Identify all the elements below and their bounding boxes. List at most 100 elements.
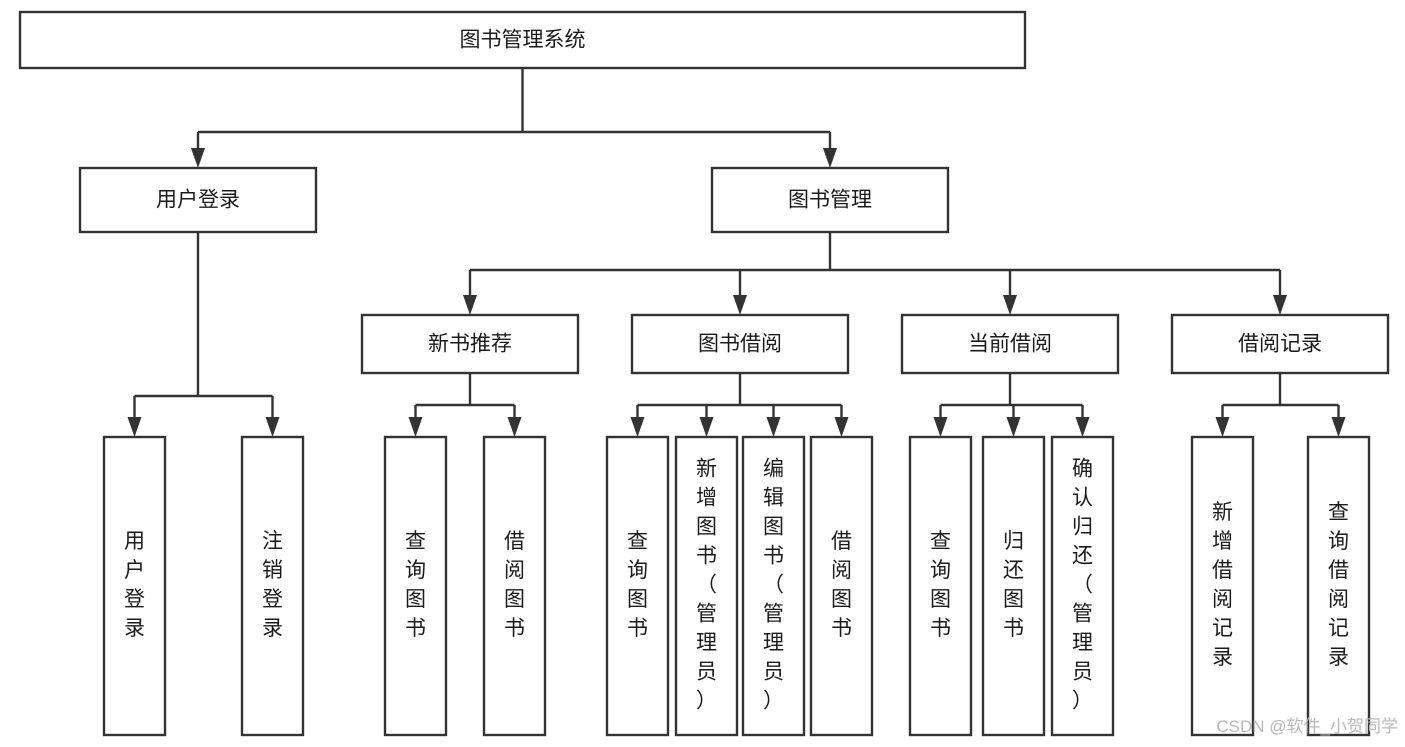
node-label-char: 记 [1212,617,1233,640]
node-label-char: （ [763,574,784,597]
node-label-book-manage: 图书管理 [788,189,872,212]
node-label-char: 询 [405,559,426,582]
node-label-book-borrow: 图书借阅 [698,333,782,356]
node-label-char: 录 [124,617,145,640]
node-box-leaf-add-book-admin [674,435,739,737]
node-label-char: 书 [627,617,648,640]
node-root[interactable]: 图书管理系统 [18,10,1027,70]
arrow-head-icon [507,417,522,437]
node-box-leaf-user-logout [240,435,305,737]
node-new-book-recommend[interactable]: 新书推荐 [360,313,580,375]
node-label-char: 图 [763,516,784,539]
node-label-char: 登 [124,588,145,611]
node-label-char: 阅 [504,559,525,582]
node-label-char: 员 [1072,661,1093,684]
node-label-char: 查 [405,530,426,553]
node-current-borrow[interactable]: 当前借阅 [900,313,1120,375]
arrow-head-icon [1003,295,1017,315]
node-label-char: 书 [1003,617,1024,640]
node-label-char: 理 [763,632,784,655]
node-label-char: 查 [627,530,648,553]
node-label-char: 用 [124,530,145,553]
node-label-borrow-record: 借阅记录 [1238,333,1322,356]
arrow-head-icon [630,417,645,437]
arrow-head-icon [265,417,280,437]
node-label-char: 录 [1328,646,1349,669]
node-label-char: 增 [696,487,717,510]
node-label-char: 书 [405,617,426,640]
node-label-char: 确 [1072,458,1093,481]
node-label-char: 阅 [1328,588,1349,611]
arrow-head-icon [933,417,948,437]
node-label-char: 图 [1003,588,1024,611]
node-box-current-borrow [900,313,1120,375]
node-box-user-login [78,166,318,234]
node-label-char: 图 [504,588,525,611]
node-box-leaf-confirm-return-admin [1050,435,1115,737]
node-label-char: 管 [763,603,784,626]
node-box-leaf-query-borrow-record [1306,435,1371,737]
node-label-char: 还 [1072,545,1093,568]
node-label-char: 查 [1328,501,1349,524]
node-box-book-manage [710,166,950,234]
node-label-char: ） [763,690,784,713]
node-box-leaf-query-book-borrow [605,435,670,737]
node-label-char: （ [1072,574,1093,597]
csdn-watermark: CSDN @软件_小贺同学 [1216,717,1398,736]
node-label-char: 注 [262,530,283,553]
node-book-borrow[interactable]: 图书借阅 [630,313,850,375]
node-box-leaf-borrow-book-rec [482,435,547,737]
node-book-manage[interactable]: 图书管理 [710,166,950,234]
arrow-head-icon [127,417,142,437]
node-label-char: 编 [763,458,784,481]
node-leaf-user-login[interactable]: 用户登录 [102,435,167,737]
node-box-leaf-return-book [981,435,1046,737]
arrow-head-icon [191,148,205,168]
node-label-char: 图 [627,588,648,611]
node-label-char: 录 [1212,646,1233,669]
connector-book-manage-to-level3 [463,232,1287,315]
arrow-head-icon [733,295,747,315]
node-label-char: 理 [1072,632,1093,655]
connector-borrow-record-to-leaves [1215,373,1346,437]
node-label-char: 借 [831,530,852,553]
arrow-head-icon [823,148,837,168]
node-label-char: 阅 [1212,588,1233,611]
node-label-char: 员 [763,661,784,684]
node-label-char: 借 [1328,559,1349,582]
connector-book-borrow-to-leaves [630,373,849,437]
arrow-head-icon [1331,417,1346,437]
arrow-head-icon [1006,417,1021,437]
node-user-login[interactable]: 用户登录 [78,166,318,234]
node-label-char: 阅 [831,559,852,582]
arrow-head-icon [408,417,423,437]
node-box-leaf-edit-book-admin [741,435,806,737]
node-box-new-book-recommend [360,313,580,375]
node-borrow-record[interactable]: 借阅记录 [1170,313,1390,375]
node-label-char: 书 [763,545,784,568]
node-label-char: 书 [696,545,717,568]
connectors-layer [127,68,1346,437]
arrow-head-icon [1273,295,1287,315]
node-label-char: ） [1072,690,1093,713]
node-label-char: 归 [1003,530,1024,553]
node-label-char: 图 [405,588,426,611]
arrow-head-icon [766,417,781,437]
node-label-char: 询 [930,559,951,582]
arrow-head-icon [1215,417,1230,437]
node-label-char: 登 [262,588,283,611]
